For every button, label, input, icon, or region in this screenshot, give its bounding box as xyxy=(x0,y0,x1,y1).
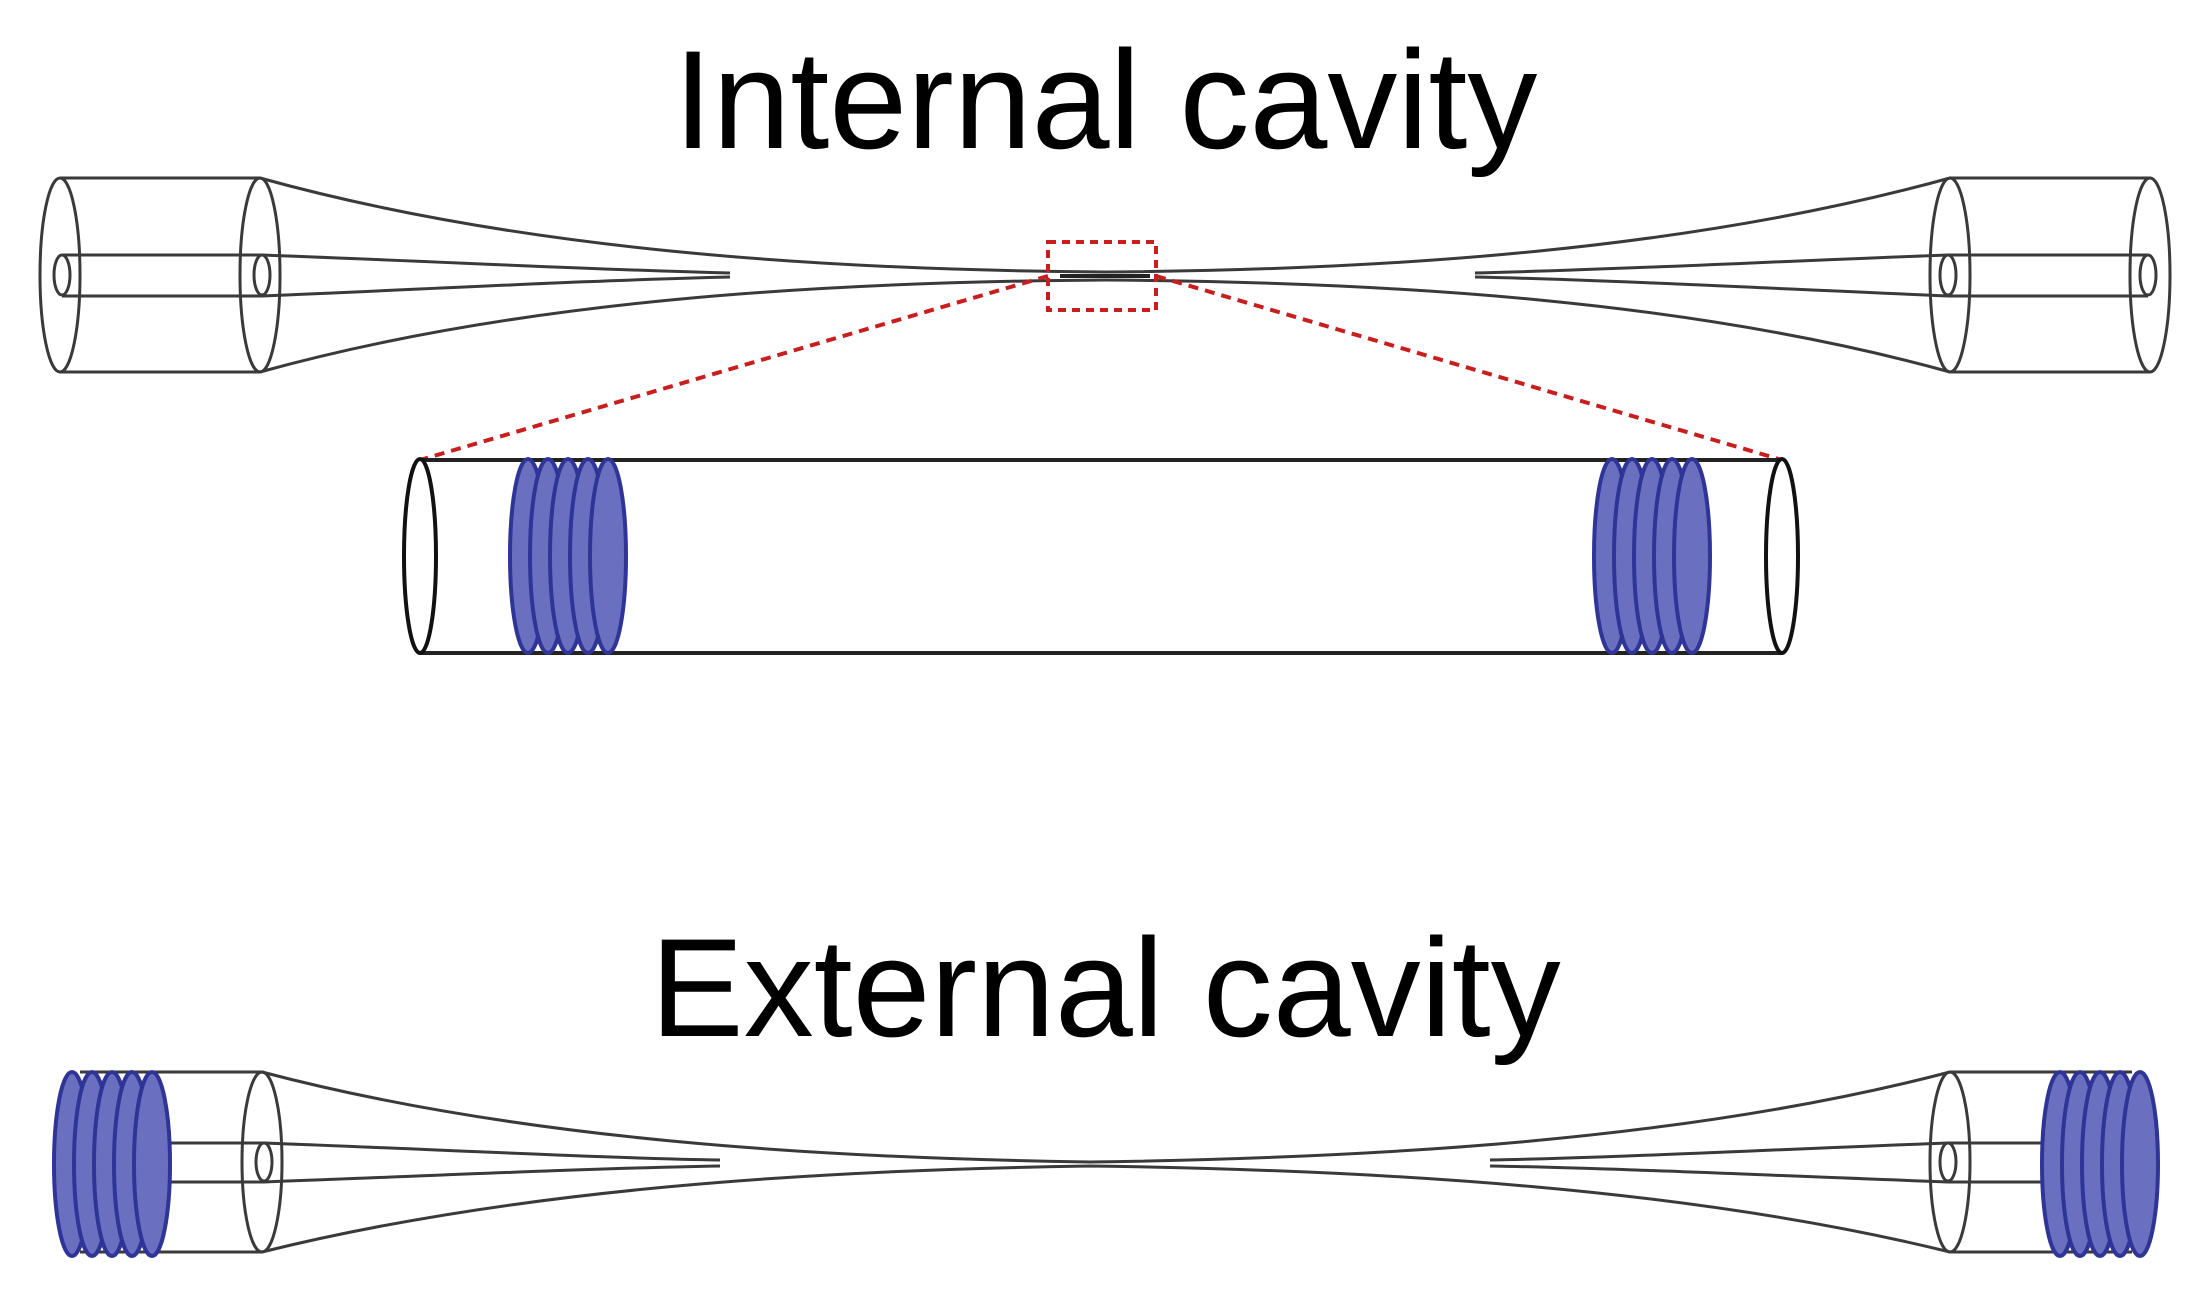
internal-left-fiber-holder xyxy=(38,176,282,374)
grating-external-right xyxy=(2040,1070,2160,1258)
external-tapered-fiber xyxy=(52,1070,2160,1258)
internal-tapered-fiber xyxy=(38,176,2172,374)
zoom-line-right xyxy=(1155,274,1783,462)
grating-internal-left xyxy=(508,457,628,655)
zoom-line-left xyxy=(419,274,1049,462)
grating-external-left xyxy=(52,1070,172,1258)
external-cavity-title: External cavity xyxy=(650,909,1561,1066)
internal-cavity-title: Internal cavity xyxy=(673,21,1538,178)
magnified-fiber-section xyxy=(402,457,1800,655)
grating-internal-right xyxy=(1592,457,1712,655)
zoom-indicator xyxy=(419,240,1783,462)
internal-right-fiber-holder xyxy=(1928,176,2172,374)
